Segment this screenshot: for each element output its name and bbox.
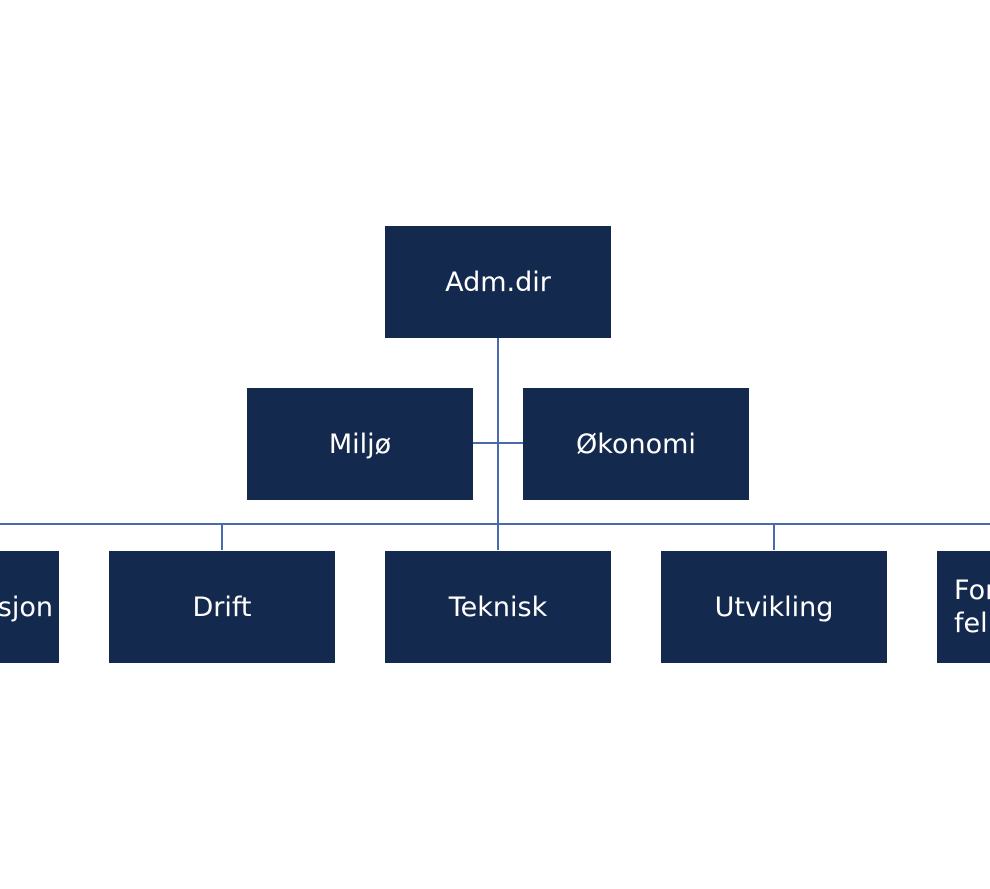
node-miljo: Miljø [247,388,473,500]
node-drift: Drift [109,551,335,663]
node-label: Miljø [328,428,392,460]
node-label-group: For fel [954,574,990,640]
node-label-line-2: fel [954,608,988,639]
node-teknisk: Teknisk [385,551,611,663]
node-label: sjon [0,591,53,623]
node-partial-left: sjon [0,551,59,663]
node-label: Drift [192,591,252,623]
connector-staff-horizontal [473,442,523,444]
node-label-line-1: For [954,575,990,606]
node-partial-right: For fel [937,551,990,663]
node-label: Utvikling [714,591,834,623]
node-okonomi: Økonomi [523,388,749,500]
node-adm-dir: Adm.dir [385,226,611,338]
connector-drop-drift [221,523,223,550]
connector-vertical-main [497,338,499,550]
node-utvikling: Utvikling [661,551,887,663]
connector-drop-utvikling [773,523,775,550]
node-label: Adm.dir [445,266,551,298]
node-label: Teknisk [448,591,548,623]
connector-department-horizontal [0,523,990,525]
node-label: Økonomi [576,428,696,460]
